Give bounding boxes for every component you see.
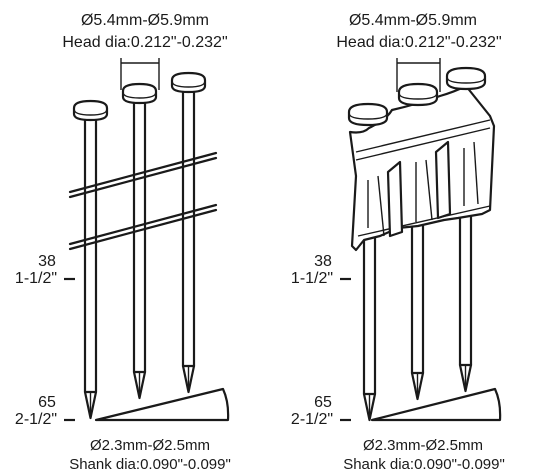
head-diameter-in: Head dia:0.212"-0.232" (336, 34, 502, 51)
length-65-mm: 65 (314, 394, 332, 411)
plastic-collation-strip (348, 84, 496, 252)
collation-wire-lower (68, 203, 218, 251)
length-65-in: 2-1/2" (14, 411, 58, 428)
nail-2 (121, 82, 158, 400)
head-dimension-bracket (120, 58, 160, 90)
length-38-in: 1-1/2" (14, 270, 58, 287)
nail-1 (72, 99, 109, 420)
wire-coil-nail-panel: Ø5.4mm-Ø5.9mm Head dia:0.212"-0.232" (14, 12, 231, 473)
shank-diameter-mm: Ø2.3mm-Ø2.5mm (362, 437, 483, 454)
angle-wedge (370, 387, 502, 422)
head-diameter-mm: Ø5.4mm-Ø5.9mm (80, 12, 209, 29)
nail-shanks (362, 208, 473, 422)
head-diameter-mm: Ø5.4mm-Ø5.9mm (348, 12, 477, 29)
head-diameter-in: Head dia:0.212"-0.232" (62, 34, 228, 51)
collation-wire-upper (68, 151, 218, 199)
nail-heads (347, 66, 487, 127)
plastic-strip-nail-drawing (340, 58, 502, 422)
shank-diameter-in: Shank dia:0.090"-0.099" (69, 456, 231, 473)
shank-diameter-in: Shank dia:0.090"-0.099" (343, 456, 505, 473)
wire-coil-nail-drawing (64, 58, 230, 422)
angle-wedge (94, 387, 230, 422)
length-38-mm: 38 (314, 253, 332, 270)
length-38-mm: 38 (38, 253, 56, 270)
length-65-mm: 65 (38, 394, 56, 411)
plastic-strip-nail-panel: Ø5.4mm-Ø5.9mm Head dia:0.212"-0.232" (268, 0, 536, 476)
head-dimension-bracket (396, 58, 441, 92)
length-38-in: 1-1/2" (290, 270, 334, 287)
nail-3 (170, 71, 207, 394)
length-65-in: 2-1/2" (290, 411, 334, 428)
shank-diameter-mm: Ø2.3mm-Ø2.5mm (89, 437, 210, 454)
